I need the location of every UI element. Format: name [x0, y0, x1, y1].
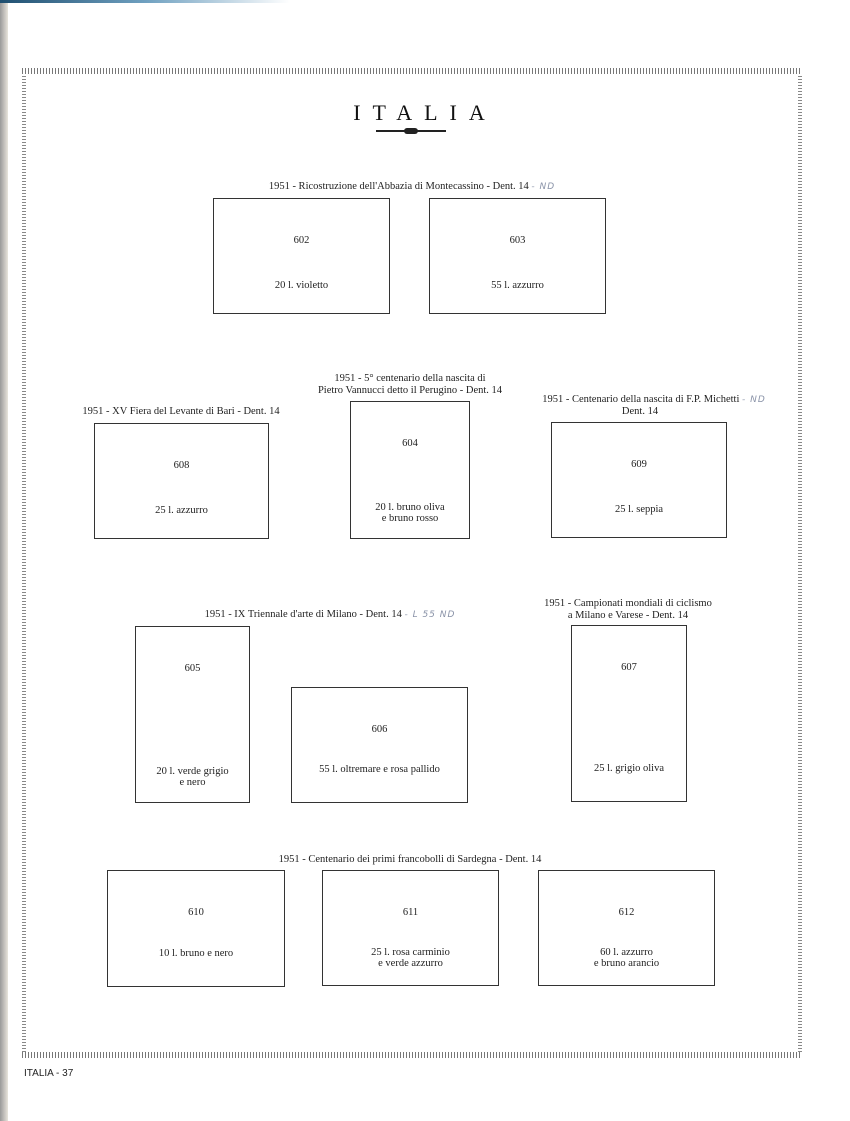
header-text: 1951 - XV Fiera del Levante di Bari - De… [82, 406, 280, 417]
stamp-slot-608: 608 25 l. azzurro [94, 423, 269, 539]
stamp-slot-604: 604 20 l. bruno oliva e bruno rosso [350, 401, 470, 539]
group-header-sardegna: 1951 - Centenario dei primi francobolli … [279, 854, 542, 866]
stamp-slot-607: 607 25 l. grigio oliva [571, 625, 687, 802]
group-header-ciclismo: 1951 - Campionati mondiali di ciclismo a… [544, 598, 712, 622]
page-border [22, 68, 802, 1058]
group-header-triennale: 1951 - IX Triennale d'arte di Milano - D… [205, 609, 456, 621]
stamp-description-line: e verde azzurro [378, 958, 443, 969]
stamp-description: 55 l. azzurro [491, 280, 544, 291]
stamp-description-line: 20 l. bruno oliva [375, 502, 445, 513]
group-header-perugino: 1951 - 5° centenario della nascita di Pi… [318, 373, 502, 397]
page-footer: ITALIA - 37 [24, 1068, 74, 1079]
stamp-description: 60 l. azzurro e bruno arancio [539, 947, 714, 969]
stamp-description: 10 l. bruno e nero [158, 948, 234, 959]
stamp-slot-610: 610 10 l. bruno e nero [107, 870, 285, 987]
handwritten-note: - ND [742, 395, 766, 405]
handwritten-note: - ND [531, 182, 556, 192]
stamp-number: 608 [173, 460, 190, 471]
stamp-number: 611 [402, 907, 419, 918]
stamp-description-line: 20 l. verde grigio [156, 766, 229, 777]
stamp-number: 603 [509, 235, 526, 246]
header-text: 1951 - Campionati mondiali di ciclismo [544, 598, 712, 609]
stamp-description: 25 l. azzurro [155, 505, 208, 516]
header-text: a Milano e Varese - Dent. 14 [567, 610, 689, 621]
stamp-description: 25 l. grigio oliva [594, 763, 664, 774]
stamp-number: 610 [188, 907, 204, 918]
title-ornament [376, 128, 446, 134]
stamp-description: 20 l. verde grigio e nero [136, 766, 249, 788]
stamp-description-line: e bruno rosso [381, 513, 439, 524]
stamp-description-line: e bruno arancio [593, 958, 660, 969]
stamp-number: 605 [184, 663, 201, 674]
stamp-description-line: e nero [179, 777, 206, 788]
stamp-number: 602 [293, 235, 310, 246]
stamp-number: 606 [371, 724, 388, 735]
stamp-number: 612 [618, 907, 635, 918]
stamp-slot-603: 603 55 l. azzurro [429, 198, 606, 314]
stamp-description-line: 60 l. azzurro [600, 947, 653, 958]
group-header-michetti: 1951 - Centenario della nascita di F.P. … [542, 394, 766, 418]
scan-edge [0, 0, 8, 1121]
group-header-montecassino: 1951 - Ricostruzione dell'Abbazia di Mon… [269, 181, 555, 193]
stamp-number: 604 [402, 438, 418, 449]
stamp-description: 25 l. rosa carminio e verde azzurro [323, 947, 498, 969]
header-text: 1951 - 5° centenario della nascita di [334, 373, 486, 384]
page-title: ITALIA [353, 100, 497, 125]
stamp-number: 607 [621, 662, 637, 673]
header-text: Dent. 14 [621, 406, 659, 417]
stamp-number: 609 [631, 459, 647, 470]
stamp-description: 20 l. bruno oliva e bruno rosso [351, 502, 469, 524]
stamp-description-line: 25 l. rosa carminio [371, 947, 450, 958]
header-text: 1951 - Ricostruzione dell'Abbazia di Mon… [268, 181, 529, 192]
stamp-slot-602: 602 20 l. violetto [213, 198, 390, 314]
header-text: Pietro Vannucci detto il Perugino - Dent… [317, 385, 503, 396]
group-header-levante: 1951 - XV Fiera del Levante di Bari - De… [82, 406, 279, 418]
stamp-description: 55 l. oltremare e rosa pallido [319, 764, 440, 775]
stamp-slot-611: 611 25 l. rosa carminio e verde azzurro [322, 870, 499, 986]
header-text: 1951 - Centenario della nascita di F.P. … [542, 394, 740, 405]
scan-edge-top [0, 0, 290, 3]
stamp-description: 20 l. violetto [274, 280, 329, 291]
header-text: 1951 - Centenario dei primi francobolli … [278, 854, 542, 865]
header-text: 1951 - IX Triennale d'arte di Milano - D… [204, 609, 402, 620]
handwritten-note: - L 55 ND [404, 610, 456, 620]
stamp-slot-609: 609 25 l. seppia [551, 422, 727, 538]
stamp-slot-612: 612 60 l. azzurro e bruno arancio [538, 870, 715, 986]
stamp-slot-605: 605 20 l. verde grigio e nero [135, 626, 250, 803]
stamp-slot-606: 606 55 l. oltremare e rosa pallido [291, 687, 468, 803]
stamp-description: 25 l. seppia [614, 504, 664, 515]
